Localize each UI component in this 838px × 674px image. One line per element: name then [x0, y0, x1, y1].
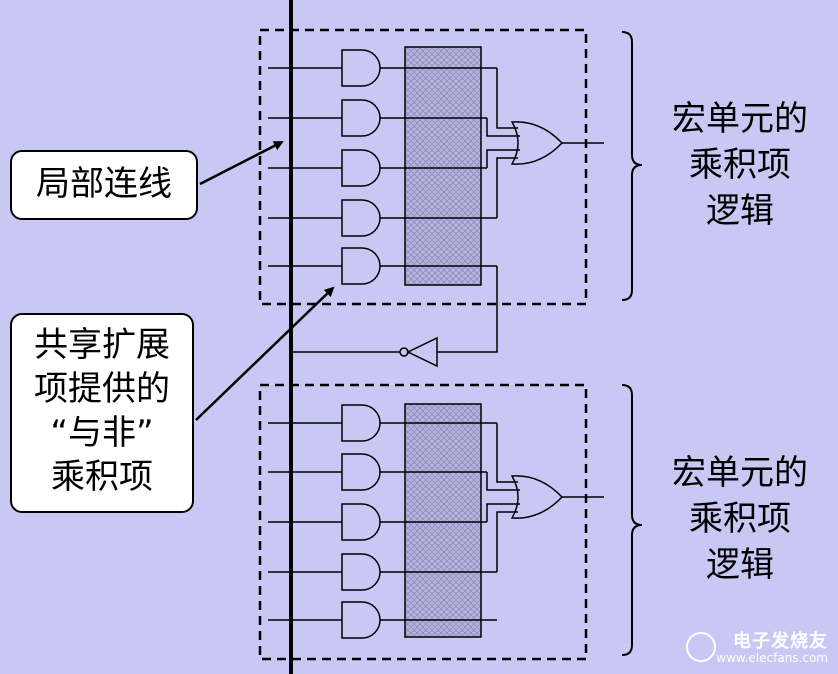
- or-gate: [510, 475, 564, 519]
- and-gate: [341, 149, 381, 187]
- and-gate: [341, 99, 381, 137]
- and-gate: [341, 49, 381, 87]
- macrocell-label-bottom: 宏单元的 乘积项 逻辑: [672, 453, 808, 585]
- watermark: 电子发烧友 www.elecfans.com: [716, 631, 828, 666]
- and-gate: [341, 199, 381, 237]
- watermark-brand: 电子发烧友: [733, 631, 828, 652]
- buffer-gate: [406, 336, 438, 368]
- callout-local-interconnect: 局部连线: [10, 150, 198, 220]
- and-gate: [341, 453, 381, 491]
- and-gate: [341, 553, 381, 591]
- callout-shared-expander: 共享扩展 项提供的 “与非” 乘积项: [10, 313, 194, 513]
- programmable-matrix-top: [404, 46, 482, 286]
- arrow-local-interconnect: [199, 140, 284, 186]
- arrow-shared-expander: [195, 286, 335, 421]
- product-term-array-top: [268, 46, 604, 368]
- and-gate: [341, 601, 381, 639]
- brace-top: [621, 31, 643, 301]
- macrocell-label-top: 宏单元的 乘积项 逻辑: [672, 99, 808, 231]
- and-gate: [341, 404, 381, 442]
- and-gate: [341, 247, 381, 285]
- watermark-logo-icon: [686, 632, 716, 662]
- product-term-array-bottom: [268, 403, 604, 639]
- watermark-url: www.elecfans.com: [716, 651, 828, 665]
- brace-bottom: [621, 384, 643, 656]
- or-gate: [510, 121, 564, 165]
- and-gate: [341, 503, 381, 541]
- programmable-matrix-bottom: [404, 403, 482, 638]
